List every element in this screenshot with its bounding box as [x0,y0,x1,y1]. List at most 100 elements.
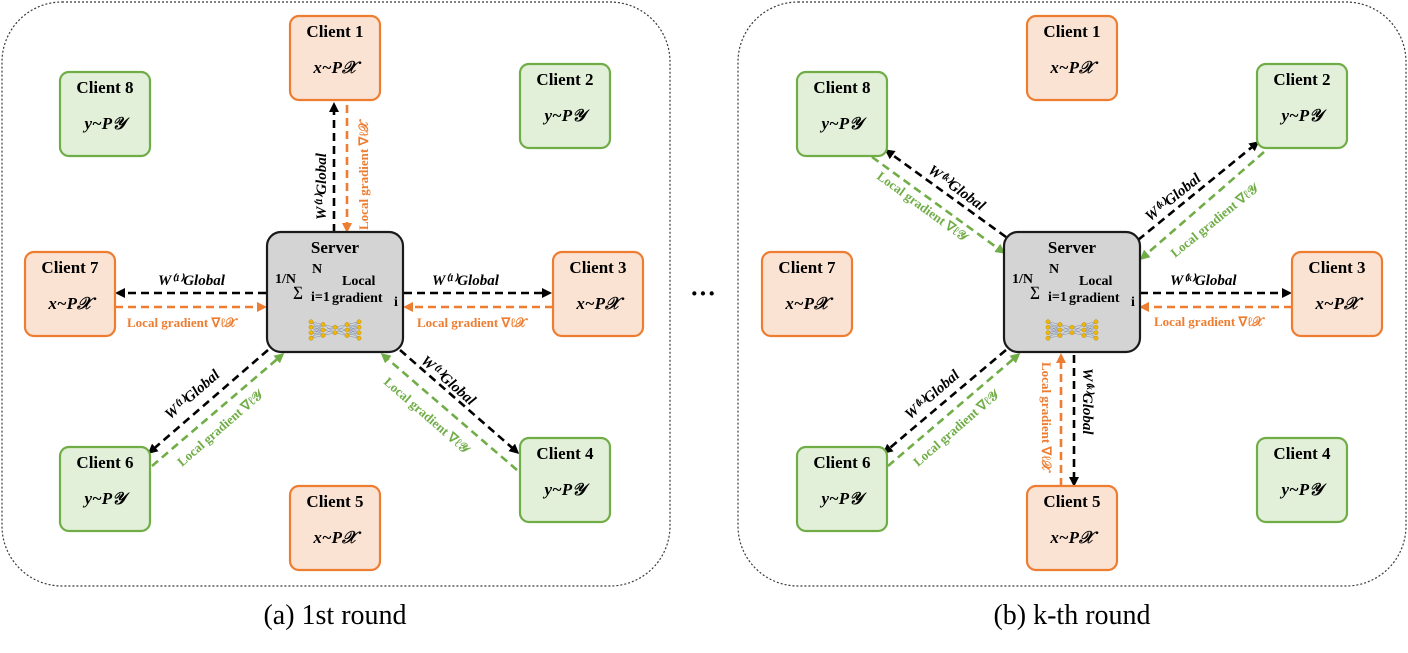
client-distribution: y~P𝒴 [820,489,868,508]
client-5-box: Client 5 x~P𝒳 [1025,484,1119,572]
neural-network-icon [1045,319,1099,341]
client-title: Client 8 [813,78,870,97]
client-distribution: y~P𝒴 [1280,480,1328,499]
nn-node [356,319,362,325]
nn-node [344,322,350,327]
panel-kth-round: W⁽ᵏ⁾Global W⁽ᵏ⁾Global W⁽ᵏ⁾Global W⁽ᵏ⁾Glo… [737,1,1407,631]
nn-node [1045,324,1051,330]
client-3-box: Client 3 x~P𝒳 [551,250,645,338]
gradient-label-client-3: Local gradient ∇ℓ𝒳 [1154,314,1265,329]
nn-node [1081,322,1087,327]
server-sum-lower: i=1 [311,290,330,305]
client-distribution: y~P𝒴 [820,114,868,133]
nn-node [308,330,314,336]
client-distribution: y~P𝒴 [543,106,591,125]
client-title: Client 5 [306,492,363,511]
gradient-label-client-7: Local gradient ∇ℓ𝒳 [127,315,238,330]
nn-edge [334,324,348,333]
server-sum-symbol: ∑ [293,285,303,300]
client-title: Client 7 [778,258,836,277]
server-sum-symbol: ∑ [1030,285,1040,300]
client-distribution: y~P𝒴 [83,489,131,508]
nn-edge [346,321,360,336]
nn-edge [346,327,360,336]
server-sum-upper: N [1049,262,1059,277]
client-title: Client 8 [76,78,133,97]
client-distribution: x~P𝒳 [1049,58,1099,77]
client-8-box: Client 8 y~P𝒴 [795,70,889,158]
nn-edge [310,324,324,339]
client-title: Client 4 [1273,444,1331,463]
ellipsis: ··· [690,279,716,308]
nn-node [344,327,350,333]
client-distribution: x~P𝒳 [1314,294,1364,313]
nn-edge [322,327,336,336]
client-8-box: Client 8 y~P𝒴 [58,70,152,158]
client-distribution: x~P𝒳 [312,58,362,77]
client-distribution: y~P𝒴 [543,480,591,499]
nn-node [308,324,314,330]
nn-edge [1071,324,1085,333]
nn-edge [1047,324,1061,333]
nn-node [1093,330,1099,336]
panel-border [737,1,1407,587]
gradient-label-client-5: Local gradient ∇ℓ𝒳 [1039,362,1054,473]
server-title: Server [1048,238,1097,257]
weight-label-client-7: W⁽¹⁾Global [158,273,226,289]
nn-node [1069,324,1075,330]
client-1-box: Client 1 x~P𝒳 [1025,14,1119,102]
client-title: Client 3 [1308,258,1365,277]
client-2-box: Client 2 y~P𝒴 [518,62,612,150]
client-1-box: Client 1 x~P𝒳 [288,14,382,102]
gradient-arrow-client-2 [1139,151,1265,260]
nn-node [1093,324,1099,330]
nn-edge [1083,321,1097,336]
client-distribution: x~P𝒳 [784,294,834,313]
client-distribution: x~P𝒳 [575,294,625,313]
client-title: Client 2 [536,70,593,89]
nn-node [1057,333,1063,338]
panel-1st-round: W⁽¹⁾Global W⁽¹⁾Global W⁽¹⁾Global W⁽¹⁾Glo… [1,1,671,631]
nn-node [308,335,314,341]
nn-node [356,335,362,341]
caption: (a) 1st round [263,600,406,631]
client-title: Client 6 [813,453,870,472]
weight-arrow-client-8 [884,149,1007,239]
nn-node [1081,327,1087,333]
nn-edge [1083,327,1097,336]
weight-label-client-3: W⁽¹⁾Global [432,273,500,289]
weight-label-client-2: W⁽ᵏ⁾Global [1142,170,1204,225]
server-sum-upper: N [312,262,322,277]
nn-node [1045,330,1051,336]
nn-edge [1047,329,1061,339]
nn-edge [310,329,324,339]
gradient-arrow-client-8 [871,155,1006,254]
gradient-label-client-1: Local gradient ∇ℓ𝒳 [356,119,371,230]
server-subscript: i [394,295,398,310]
neural-network-icon [308,319,362,341]
client-title: Client 3 [569,258,626,277]
caption: (b) k-th round [993,600,1150,631]
client-2-box: Client 2 y~P𝒴 [1255,62,1349,150]
nn-node [356,330,362,336]
nn-node [1069,330,1075,336]
server-gradient: gradient [332,291,383,306]
nn-node [320,322,326,327]
server-sum-fraction: 1/N [275,272,296,287]
client-7-box: Client 7 x~P𝒳 [23,250,117,338]
nn-edge [1047,324,1061,339]
nn-node [1057,322,1063,327]
server-sum-fraction: 1/N [1012,272,1033,287]
nn-node [1045,335,1051,341]
gradient-arrow-client-4 [380,353,518,471]
client-title: Client 5 [1043,492,1100,511]
client-6-box: Client 6 y~P𝒴 [58,445,152,533]
nn-node [1093,335,1099,341]
server-local: Local [342,274,376,289]
client-6-box: Client 6 y~P𝒴 [795,445,889,533]
server-box: Server 1/N ∑ N i=1 Local gradient i [265,230,405,354]
gradient-label-client-3: Local gradient ∇ℓ𝒳 [417,315,528,330]
nn-node [1045,319,1051,325]
panel-border [1,1,671,587]
